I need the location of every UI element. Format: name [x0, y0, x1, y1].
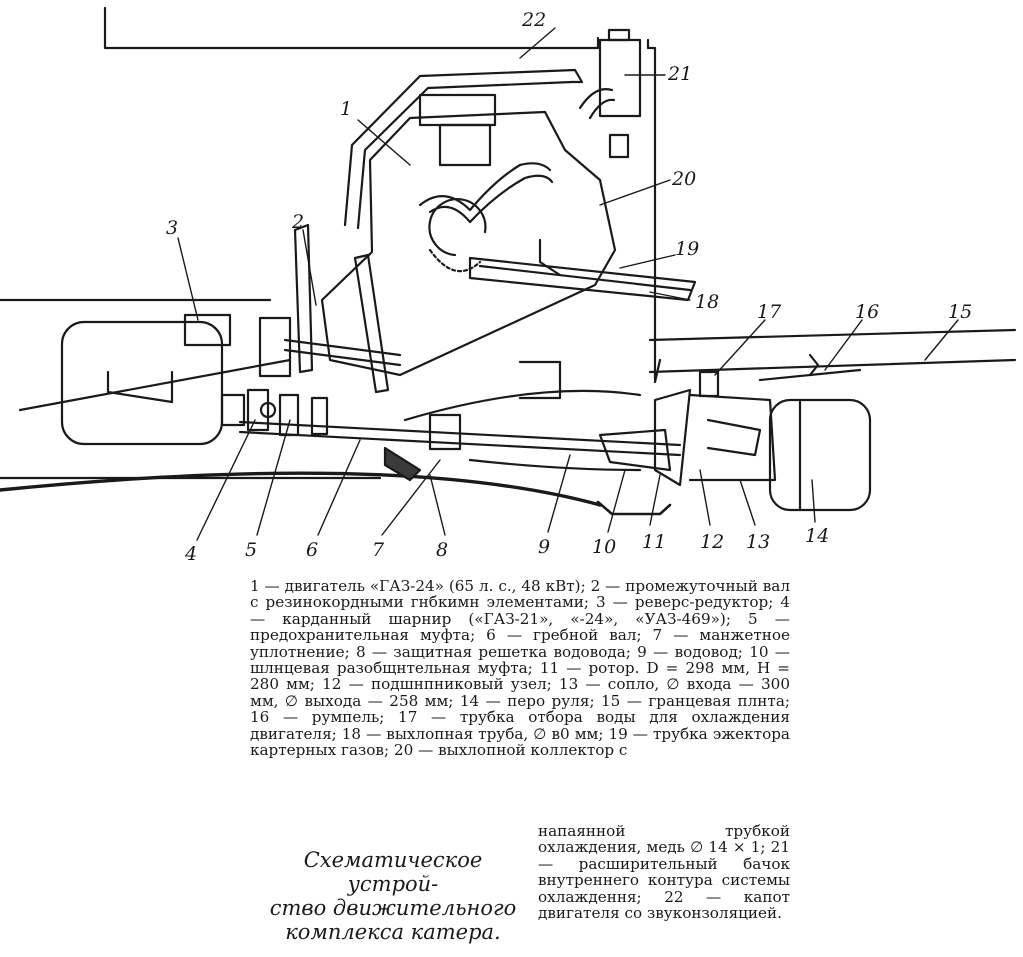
tiller-16: [758, 353, 862, 382]
callout-1: 1: [340, 98, 352, 120]
hull-outline: [0, 6, 1017, 516]
callout-9: 9: [538, 536, 550, 558]
leader-lines: [177, 27, 959, 541]
caption-line-3: комплекса катера.: [285, 920, 501, 944]
caption-line-1: Схематическое устрой-: [303, 848, 483, 896]
callout-4: 4: [184, 543, 197, 565]
caption-line-2: ство движительного: [269, 896, 517, 920]
callout-labels: 1 2 3 4 5 6 7 8 9 10 11 12 13 14 15 16 1…: [166, 9, 972, 565]
callout-20: 20: [671, 168, 696, 190]
callout-16: 16: [855, 301, 879, 323]
callout-15: 15: [948, 301, 972, 323]
intermediate-shaft-2: [258, 223, 402, 394]
seal-7: [383, 413, 462, 482]
callout-2: 2: [291, 211, 304, 233]
legend-text-continued: напаянной трубкой охлаждения, медь ∅ 14 …: [538, 822, 790, 923]
callout-17: 17: [757, 301, 782, 323]
callout-21: 21: [667, 63, 692, 85]
engine-1: [320, 93, 617, 377]
rotor-11-nozzle-13: [598, 370, 777, 487]
callout-3: 3: [166, 217, 178, 239]
figure-caption: Схематическое устрой- ство движительного…: [262, 848, 524, 944]
callout-22: 22: [521, 9, 546, 31]
cardan-joint-4-5: [220, 388, 329, 437]
callout-19: 19: [675, 238, 699, 260]
callout-6: 6: [306, 539, 318, 561]
callout-7: 7: [372, 539, 385, 561]
callout-5: 5: [245, 539, 257, 561]
callout-14: 14: [805, 525, 829, 547]
expansion-tank-21: [578, 28, 642, 159]
callout-10: 10: [592, 536, 616, 558]
reverse-gearbox-3: [18, 313, 292, 446]
callout-13: 13: [746, 531, 770, 553]
water-duct-9: [403, 360, 642, 472]
boat-propulsion-diagram: 1 2 3 4 5 6 7 8 9 10 11 12 13 14 15 16 1…: [0, 6, 1017, 565]
callout-12: 12: [700, 531, 724, 553]
rudder-14: [768, 398, 872, 512]
engine-cover-22: [343, 68, 584, 230]
callout-8: 8: [436, 539, 448, 561]
callout-11: 11: [642, 531, 666, 553]
legend-text: 1 — двигатель «ГАЗ-24» (65 л. с., 48 кВт…: [250, 577, 790, 760]
callout-18: 18: [695, 291, 719, 313]
